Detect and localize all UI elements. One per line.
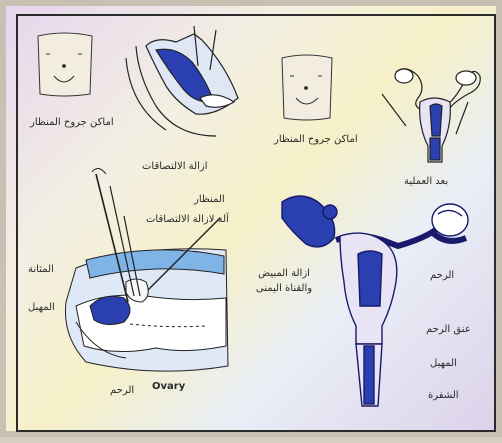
label-vulva: الشفرة: [428, 390, 459, 401]
torso-incision-diagram-right: [282, 55, 332, 120]
label-bladder: المثانة: [28, 264, 54, 275]
label-laparoscope: المنظار: [194, 194, 225, 205]
label-uterus-right: الرحم: [430, 270, 454, 281]
label-after-surgery: بعد العملية: [404, 176, 448, 187]
label-incision-sites-right: اماكن جروح المنظار: [274, 134, 358, 145]
uterus-ovary-removal: [282, 196, 468, 406]
pelvis-side-view: [126, 26, 238, 136]
uterus-after-surgery: [382, 69, 480, 162]
label-incision-sites-top: اماكن جروح المنظار: [30, 117, 114, 128]
label-uterus-bottom: الرحم: [110, 385, 134, 396]
label-ovary: Ovary: [152, 381, 185, 392]
label-adhesion-tool: آلة لازالة الالتصاقات: [146, 214, 229, 225]
label-adhesion-removal: ازالة الالتصاقات: [142, 161, 207, 172]
label-cervix: عنق الرحم: [426, 324, 471, 335]
label-remove-ovary-tube: ازالة المبيض والقناة اليمنى: [244, 266, 324, 296]
label-vagina-left: المهبل: [28, 302, 55, 313]
label-vagina-right: المهبل: [430, 358, 457, 369]
torso-incision-diagram-left: [38, 33, 92, 96]
anatomy-drawings: [6, 6, 502, 443]
